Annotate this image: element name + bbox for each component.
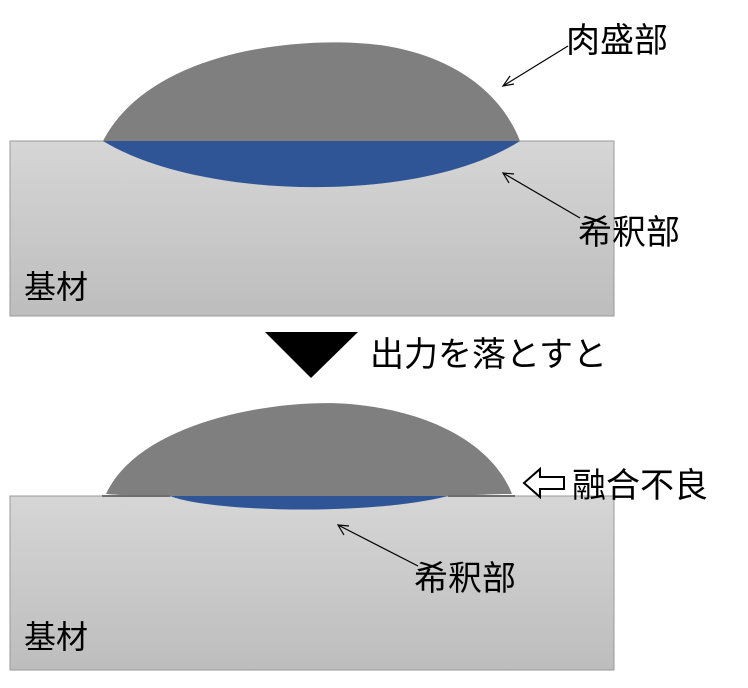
top-dilution-leader [502, 172, 581, 219]
top-bead-leader-arrowhead [501, 75, 515, 87]
top-bead-leader [502, 45, 569, 87]
top-base-label: 基材 [24, 268, 88, 306]
defect-arrow-icon [522, 466, 565, 500]
top-dilution-label: 希釈部 [578, 213, 680, 253]
bottom-dilution-zone [170, 496, 448, 510]
bottom-dilution-leader-arrowhead [336, 524, 350, 536]
top-dilution-leader-arrowhead [501, 172, 515, 184]
bottom-bead [106, 403, 512, 496]
down-triangle-icon [265, 332, 358, 378]
bottom-dilution-label: 希釈部 [414, 559, 516, 599]
top-bead [103, 42, 520, 141]
bottom-base-material [9, 495, 615, 671]
top-bead-label: 肉盛部 [566, 21, 668, 61]
transition-label: 出力を落とすと [370, 335, 607, 375]
bottom-base-label: 基材 [24, 618, 88, 656]
transition: 出力を落とすと [265, 332, 607, 378]
top-panel: 肉盛部 希釈部 基材 [9, 21, 680, 317]
top-dilution-zone [103, 141, 520, 188]
bottom-panel: 融合不良 希釈部 基材 [9, 403, 708, 671]
bottom-dilution-leader [337, 524, 419, 567]
defect-label: 融合不良 [572, 466, 708, 506]
